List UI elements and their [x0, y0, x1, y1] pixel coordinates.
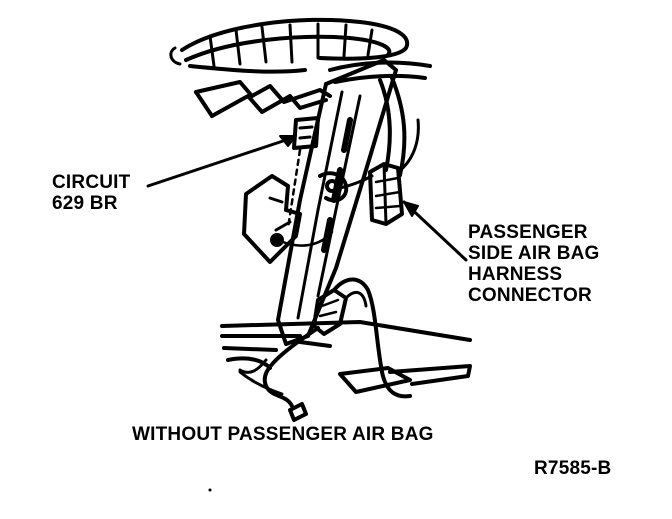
passenger-connector [370, 120, 418, 224]
dash-bracket [196, 82, 330, 116]
support-column [278, 60, 396, 344]
floor-frame [222, 322, 470, 394]
connector-label: PASSENGER SIDE AIR BAG HARNESS CONNECTOR [468, 222, 600, 306]
figure-caption: WITHOUT PASSENGER AIR BAG [132, 424, 434, 445]
figure-id: R7585-B [534, 458, 612, 479]
circuit-629-label: CIRCUIT 629 BR [52, 172, 131, 214]
mounting-bracket [244, 118, 372, 262]
leader-lines [148, 136, 466, 260]
dash-pad [171, 20, 407, 72]
